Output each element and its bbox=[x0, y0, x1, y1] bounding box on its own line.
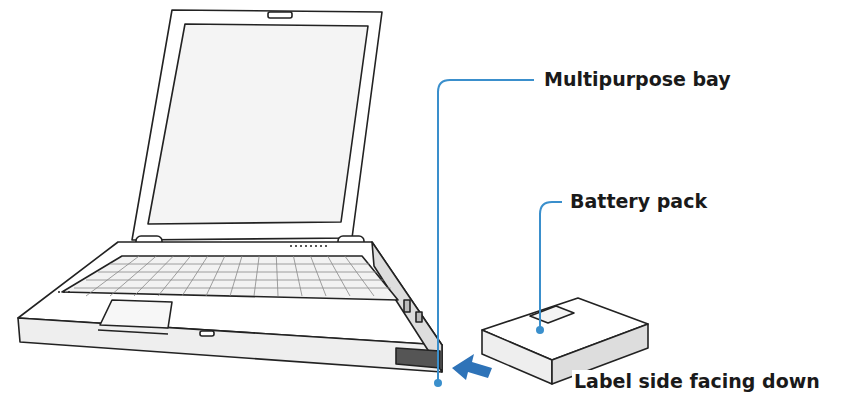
key-column bbox=[276, 256, 278, 296]
keyboard bbox=[62, 256, 398, 300]
battery-front bbox=[482, 330, 552, 384]
leader-dot bbox=[536, 326, 544, 334]
bay-opening bbox=[396, 348, 440, 368]
key-column bbox=[293, 256, 302, 296]
screen-panel bbox=[148, 24, 368, 224]
battery-tab bbox=[530, 306, 574, 323]
speaker bbox=[58, 291, 72, 293]
key-column bbox=[345, 256, 374, 296]
leader-line bbox=[438, 80, 534, 383]
side-port bbox=[404, 300, 410, 312]
key-column bbox=[206, 256, 225, 296]
lid-latch bbox=[268, 12, 292, 18]
leader-line bbox=[540, 202, 562, 330]
insert-arrow bbox=[452, 354, 492, 380]
key-column bbox=[230, 256, 242, 296]
part-label: Multipurpose bay bbox=[542, 68, 733, 91]
part-label: Battery pack bbox=[568, 190, 709, 213]
key-column bbox=[86, 256, 139, 296]
key-column bbox=[110, 256, 156, 296]
note-label: Label side facing down bbox=[572, 370, 822, 393]
screen-lid bbox=[132, 10, 382, 240]
key-column bbox=[254, 256, 259, 296]
base-side bbox=[372, 242, 442, 372]
base-front bbox=[18, 318, 442, 372]
touchpad bbox=[100, 300, 172, 328]
keyboard-keys bbox=[74, 256, 391, 296]
touchpad-button bbox=[98, 330, 168, 334]
front-latch bbox=[200, 331, 214, 336]
leader-dot bbox=[434, 379, 442, 387]
key-column bbox=[134, 256, 173, 296]
key-column bbox=[311, 256, 326, 296]
side-port bbox=[416, 312, 422, 322]
key-column bbox=[182, 256, 208, 296]
key-column bbox=[328, 256, 350, 296]
indicator bbox=[290, 245, 330, 247]
